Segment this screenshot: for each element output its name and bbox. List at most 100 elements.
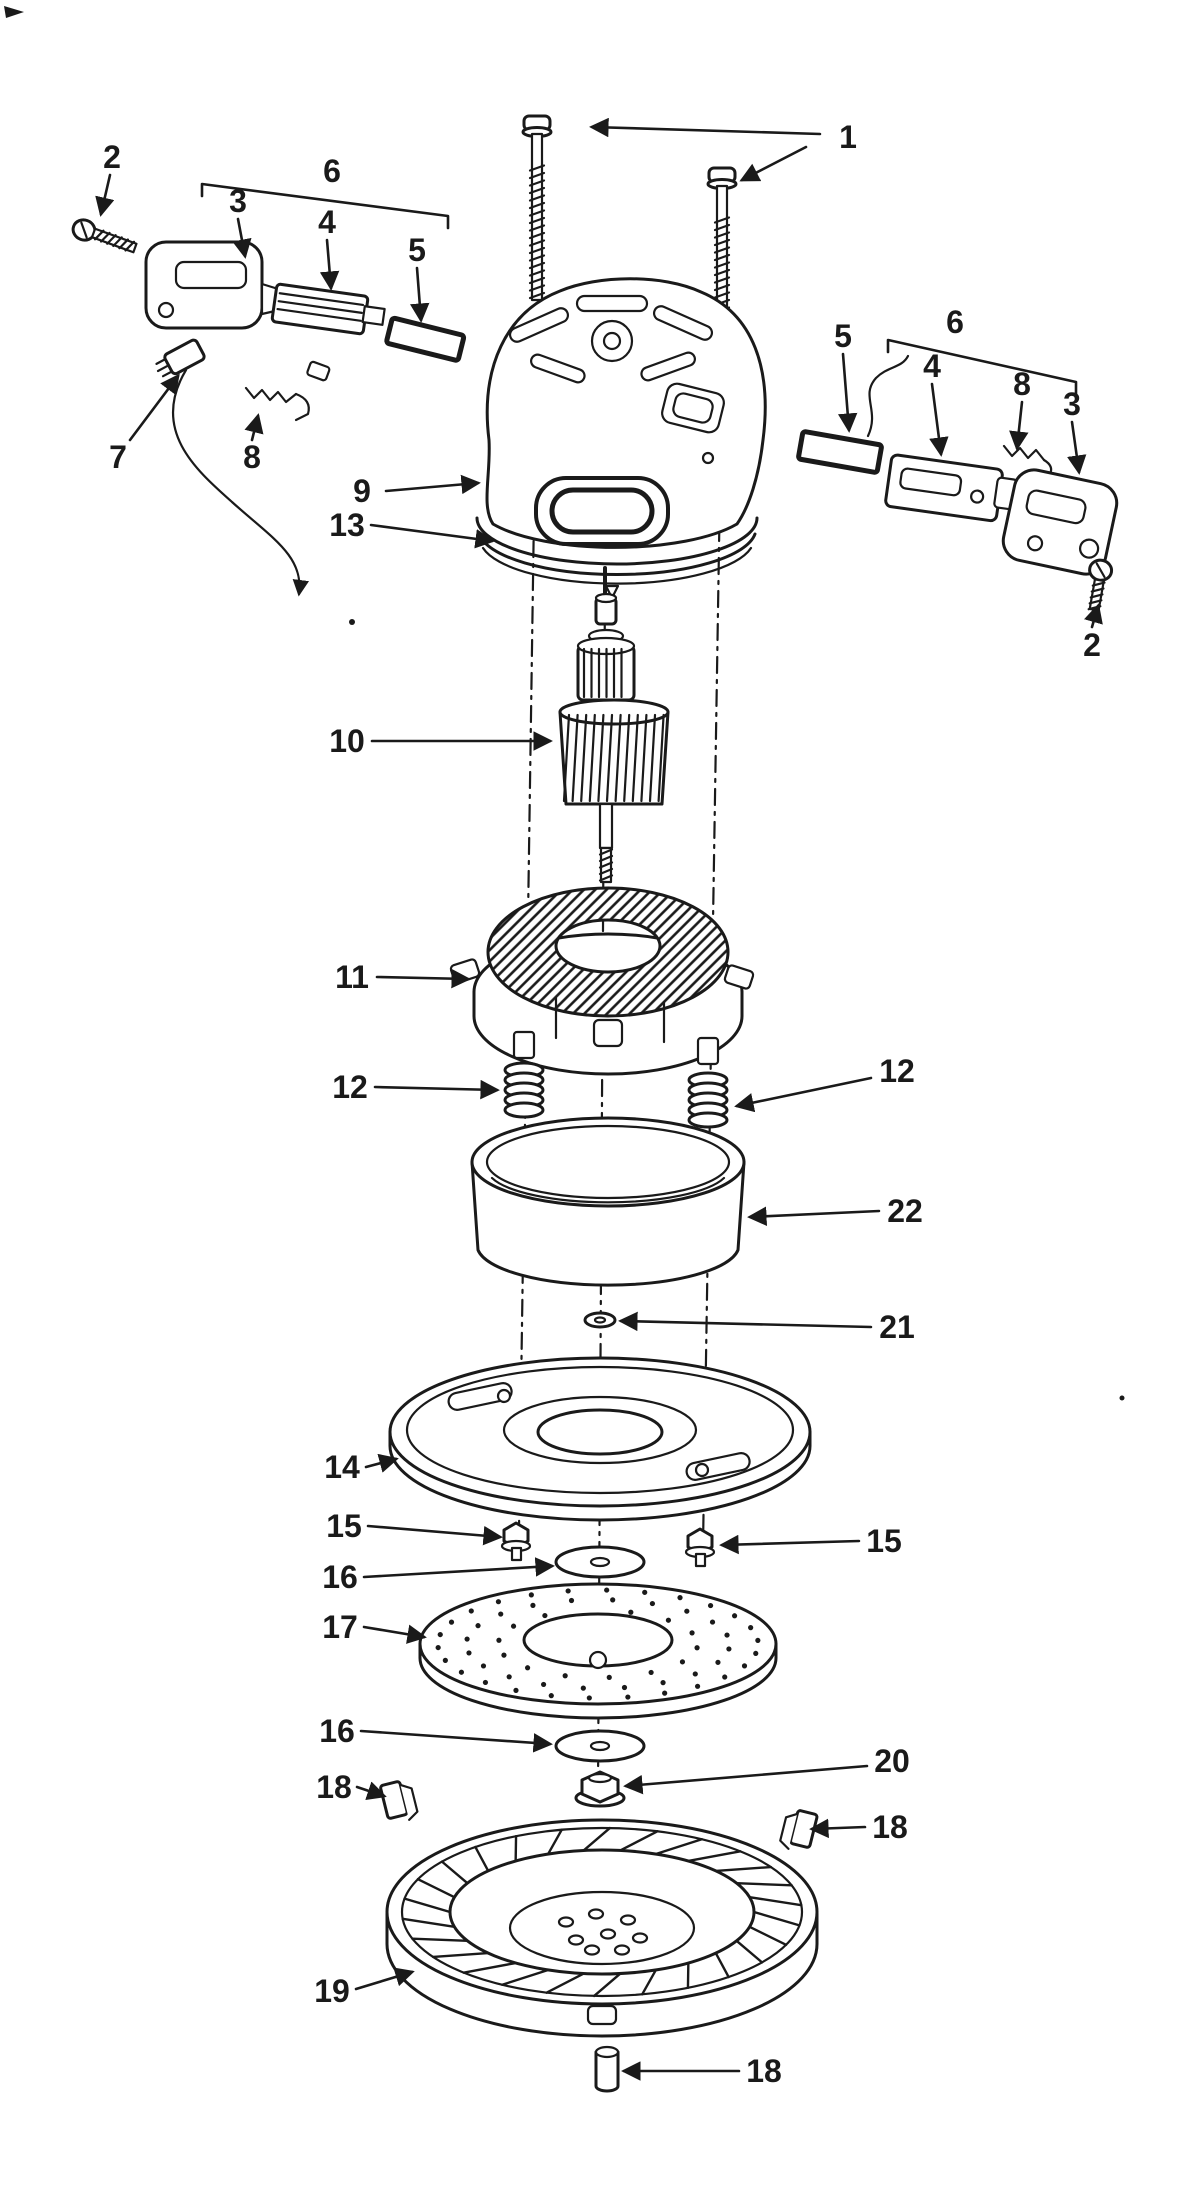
stator-tab-right	[723, 964, 755, 990]
leader-arrow	[747, 1206, 881, 1226]
leader-arrow	[1009, 400, 1029, 451]
leader-arrow	[589, 117, 822, 138]
bracket-line	[886, 338, 1078, 396]
stray-marks	[4, 6, 1125, 1401]
callout-label-18: 18	[316, 1769, 352, 1805]
fan-base	[385, 1818, 819, 2038]
stator-boss-right	[696, 1036, 720, 1066]
bowl-shell	[470, 1116, 746, 1287]
callout-label-3: 3	[1063, 386, 1081, 422]
stator-notch	[592, 1018, 624, 1048]
leader-arrow	[929, 382, 949, 457]
leader-arrow	[739, 145, 808, 182]
motor-housing-top	[475, 277, 767, 600]
leader-arrow	[1084, 603, 1103, 629]
stator-windings	[486, 886, 730, 1018]
leader-arrow	[362, 1624, 427, 1644]
callout-label-8: 8	[243, 439, 261, 475]
callout-label-20: 20	[874, 1743, 910, 1779]
callout-label-16: 16	[319, 1713, 355, 1749]
callout-label-13: 13	[329, 507, 365, 543]
leader-arrow	[244, 413, 264, 442]
leader-arrow	[369, 523, 495, 549]
flat-washer-lower	[554, 1729, 646, 1763]
housing-screw-dot	[701, 451, 715, 465]
field-stator	[449, 886, 755, 1076]
parts-layer	[4, 6, 1125, 2093]
flat-washer-upper	[554, 1545, 646, 1579]
carbon-brush-right	[796, 429, 884, 475]
leader-arrow	[354, 1967, 415, 1991]
leader-arrow	[410, 266, 430, 323]
callout-label-14: 14	[324, 1449, 360, 1485]
hex-nut	[574, 1770, 626, 1808]
fan-bottom-notch	[586, 2004, 618, 2026]
perforated-disc	[418, 1582, 778, 1720]
bracket-line	[200, 182, 450, 230]
gasket-ring-depth	[481, 546, 753, 585]
callout-label-16: 16	[322, 1559, 358, 1595]
callout-label-6: 6	[323, 153, 341, 189]
leader-arrow	[837, 352, 858, 433]
callout-label-2: 2	[103, 139, 121, 175]
callout-label-12: 12	[332, 1069, 368, 1105]
brush-pigtail-right	[866, 354, 910, 438]
housing-window	[534, 476, 670, 546]
leader-arrow	[809, 1818, 867, 1839]
callout-label-15: 15	[326, 1508, 362, 1544]
lead-wire	[171, 368, 309, 597]
brush-spring-left	[244, 386, 310, 422]
callout-label-5: 5	[834, 318, 852, 354]
hex-bolt-right	[684, 1527, 716, 1568]
leader-arrow	[384, 474, 481, 495]
screw-left	[71, 218, 138, 254]
leader-arrow	[95, 173, 115, 217]
leader-arrow	[366, 1524, 503, 1546]
callout-label-8: 8	[1013, 366, 1031, 402]
callout-label-19: 19	[314, 1973, 350, 2009]
leader-arrow	[359, 1729, 553, 1753]
leader-arrow	[355, 1781, 387, 1801]
leader-arrow	[232, 217, 252, 259]
lower-plate	[388, 1356, 812, 1522]
screw-threads	[93, 229, 136, 252]
gasket-tab	[604, 584, 620, 600]
carbon-brush-left	[384, 315, 467, 363]
leader-arrow	[319, 238, 340, 291]
side-port	[661, 382, 725, 434]
callout-label-3: 3	[229, 183, 247, 219]
brush-holder-block-right	[1001, 468, 1119, 576]
callout-label-6: 6	[946, 304, 964, 340]
armature	[558, 566, 670, 884]
leader-arrow	[375, 968, 471, 989]
callout-label-9: 9	[353, 473, 371, 509]
callout-label-18: 18	[872, 1809, 908, 1845]
bolt-threads	[528, 164, 546, 300]
callout-label-12: 12	[879, 1053, 915, 1089]
callout-label-18: 18	[746, 2053, 782, 2089]
mounting-springs	[503, 1061, 729, 1129]
terminal-tab	[306, 360, 331, 382]
fan-center-holes	[557, 1908, 649, 1956]
shaft-threads	[598, 848, 614, 882]
leader-arrow	[623, 1764, 869, 1795]
fan-blades	[401, 1826, 803, 1998]
callout-label-21: 21	[879, 1309, 915, 1345]
clip-right	[779, 1809, 819, 1850]
leader-arrow	[364, 1453, 399, 1473]
brush-holder-right	[884, 453, 1019, 523]
callout-label-1: 1	[839, 119, 857, 155]
lead-wire-plug	[155, 338, 331, 597]
clip-left	[379, 1780, 419, 1821]
callout-label-5: 5	[408, 232, 426, 268]
perforation-dots	[435, 1587, 761, 1701]
leader-arrow	[362, 1557, 555, 1579]
callout-label-22: 22	[887, 1193, 923, 1229]
brush-holder-block-left	[144, 240, 290, 330]
plate-slot-left	[447, 1382, 513, 1411]
callout-label-4: 4	[923, 348, 941, 384]
gasket-ring	[477, 532, 757, 576]
leader-arrow	[734, 1076, 873, 1113]
